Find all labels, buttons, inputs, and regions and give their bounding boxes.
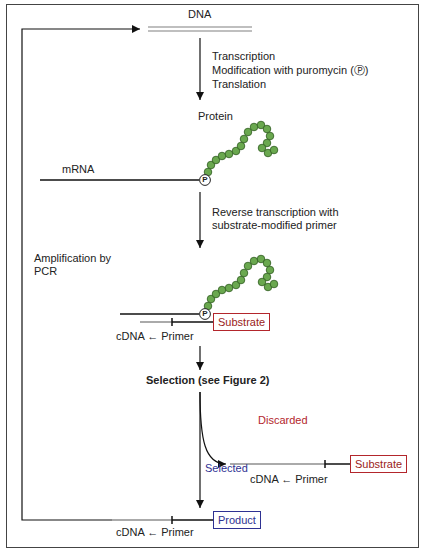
primer-strand bbox=[325, 463, 351, 465]
discarded-arrow bbox=[200, 392, 226, 464]
protein-bead bbox=[270, 146, 278, 154]
primer-strand bbox=[172, 519, 214, 521]
puromycin-mark: P bbox=[199, 308, 211, 320]
protein-bead bbox=[266, 266, 274, 274]
dna-strand bbox=[148, 30, 252, 32]
circle-shape bbox=[200, 175, 211, 186]
flow-arrow bbox=[199, 38, 200, 100]
circle-shape bbox=[200, 309, 211, 320]
molecule-name: Substrate bbox=[355, 458, 402, 470]
protein-bead bbox=[263, 259, 271, 267]
molecule-name: Substrate bbox=[218, 316, 265, 328]
primer-tick bbox=[324, 460, 326, 468]
protein-bead bbox=[237, 276, 245, 284]
step-label: Reverse transcription with substrate-mod… bbox=[212, 206, 362, 232]
step-label: Translation bbox=[212, 78, 266, 91]
protein-bead bbox=[266, 132, 274, 140]
strand-label: cDNA ← Primer bbox=[250, 473, 328, 486]
dna-strand bbox=[148, 26, 252, 28]
protein-bead bbox=[218, 286, 226, 294]
cdna-strand bbox=[112, 519, 172, 521]
product-box: Product bbox=[213, 511, 261, 529]
branch-label: Selected bbox=[205, 462, 248, 475]
molecule-label: mRNA bbox=[62, 163, 94, 176]
substrate-box: Substrate bbox=[213, 313, 270, 331]
protein-chain bbox=[204, 121, 278, 176]
primer-strand bbox=[172, 321, 214, 323]
mrna-strand bbox=[120, 313, 199, 315]
molecule-name: Product bbox=[218, 514, 256, 526]
puromycin-circle: P bbox=[199, 308, 211, 320]
protein-bead bbox=[240, 269, 248, 277]
step-label: Transcription bbox=[212, 50, 275, 63]
step-label: Selection (see Figure 2) bbox=[146, 374, 269, 387]
primer-tick bbox=[171, 318, 173, 326]
protein-bead bbox=[263, 125, 271, 133]
puromycin-mark: P bbox=[199, 174, 211, 186]
protein-bead bbox=[250, 257, 258, 265]
step-label: Modification with puromycin (Ⓟ) bbox=[212, 64, 369, 77]
loop-label: Amplification by PCR bbox=[34, 252, 114, 278]
protein-bead bbox=[218, 152, 226, 160]
strand-label: cDNA ← Primer bbox=[116, 526, 194, 539]
figure-frame bbox=[7, 5, 419, 548]
protein-bead bbox=[237, 142, 245, 150]
flow-arrow bbox=[199, 346, 200, 370]
pcr-loop-arrow bbox=[22, 29, 140, 520]
mrna-strand bbox=[40, 179, 199, 181]
protein-bead bbox=[225, 150, 233, 158]
branch-label: Discarded bbox=[258, 414, 308, 427]
protein-bead bbox=[225, 284, 233, 292]
cdna-strand bbox=[140, 321, 172, 323]
substrate-box: Substrate bbox=[350, 455, 407, 473]
molecule-label: DNA bbox=[188, 8, 211, 21]
primer-tick bbox=[171, 516, 173, 524]
flow-arrow bbox=[199, 192, 200, 248]
protein-bead bbox=[270, 280, 278, 288]
puromycin-circle: P bbox=[199, 174, 211, 186]
protein-bead bbox=[250, 123, 258, 131]
protein-chain bbox=[204, 255, 278, 310]
strand-label: cDNA ← Primer bbox=[116, 330, 194, 343]
molecule-label: Protein bbox=[198, 110, 233, 123]
protein-bead bbox=[240, 135, 248, 143]
